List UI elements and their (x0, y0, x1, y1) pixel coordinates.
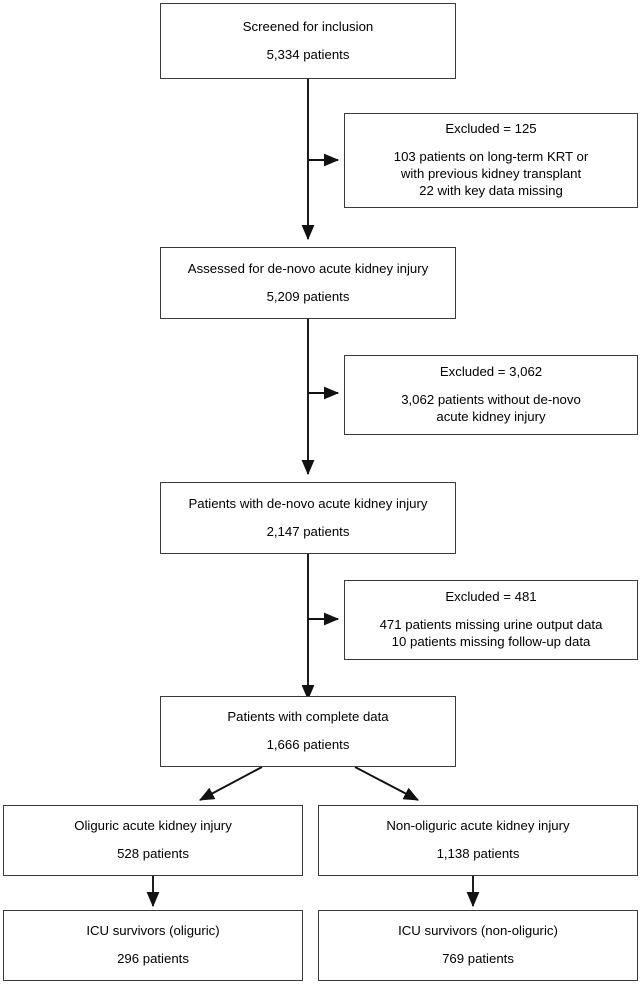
node-excluded-125-title: Excluded = 125 (445, 121, 537, 137)
node-complete-data-count: 1,666 patients (266, 737, 350, 752)
node-non-oliguric-aki: Non-oliguric acute kidney injury 1,138 p… (318, 805, 638, 876)
connector-complete-to-oliguric (198, 766, 263, 801)
node-screened-title: Screened for inclusion (242, 18, 374, 34)
node-assessed-title: Assessed for de-novo acute kidney injury (187, 260, 429, 276)
node-with-aki-title: Patients with de-novo acute kidney injur… (188, 495, 428, 511)
node-screened-for-inclusion: Screened for inclusion 5,334 patients (160, 3, 456, 79)
node-excluded-481-title: Excluded = 481 (445, 589, 537, 605)
node-icu-non-oliguric-count: 769 patients (442, 951, 514, 966)
node-icu-non-oliguric-title: ICU survivors (non-oliguric) (398, 923, 558, 939)
node-excluded-481-detail-2: 10 patients missing follow-up data (391, 633, 591, 649)
node-icu-oliguric-count: 296 patients (117, 951, 189, 966)
node-icu-survivors-oliguric: ICU survivors (oliguric) 296 patients (3, 910, 303, 981)
node-excluded-125-detail-1: 103 patients on long-term KRT or (393, 149, 589, 165)
node-non-oliguric-title: Non-oliguric acute kidney injury (386, 818, 570, 834)
node-oliguric-aki: Oliguric acute kidney injury 528 patient… (3, 805, 303, 876)
node-excluded-3062: Excluded = 3,062 3,062 patients without … (344, 355, 638, 435)
node-oliguric-title: Oliguric acute kidney injury (74, 818, 232, 834)
node-complete-data-title: Patients with complete data (227, 709, 389, 725)
node-excluded-3062-title: Excluded = 3,062 (439, 364, 543, 380)
node-excluded-3062-detail-2: acute kidney injury (436, 408, 546, 424)
node-assessed-count: 5,209 patients (266, 288, 350, 304)
node-excluded-125: Excluded = 125 103 patients on long-term… (344, 113, 638, 208)
node-excluded-481-detail-1: 471 patients missing urine output data (379, 617, 603, 633)
node-excluded-125-detail-2: with previous kidney transplant (400, 166, 582, 181)
node-screened-count: 5,334 patients (266, 46, 350, 62)
node-with-aki-count: 2,147 patients (266, 523, 350, 539)
node-assessed-de-novo-aki: Assessed for de-novo acute kidney injury… (160, 247, 456, 319)
node-patients-with-complete-data: Patients with complete data 1,666 patien… (160, 696, 456, 767)
node-patients-with-de-novo-aki: Patients with de-novo acute kidney injur… (160, 482, 456, 554)
node-excluded-481: Excluded = 481 471 patients missing urin… (344, 580, 638, 660)
node-icu-survivors-non-oliguric: ICU survivors (non-oliguric) 769 patient… (318, 910, 638, 981)
node-icu-oliguric-title: ICU survivors (oliguric) (86, 923, 220, 939)
connector-complete-to-nonoliguric (354, 766, 420, 801)
node-excluded-125-detail-3: 22 with key data missing (419, 182, 563, 198)
node-excluded-3062-detail-1: 3,062 patients without de-novo (401, 392, 581, 408)
node-oliguric-count: 528 patients (117, 846, 189, 861)
node-non-oliguric-count: 1,138 patients (436, 846, 520, 861)
